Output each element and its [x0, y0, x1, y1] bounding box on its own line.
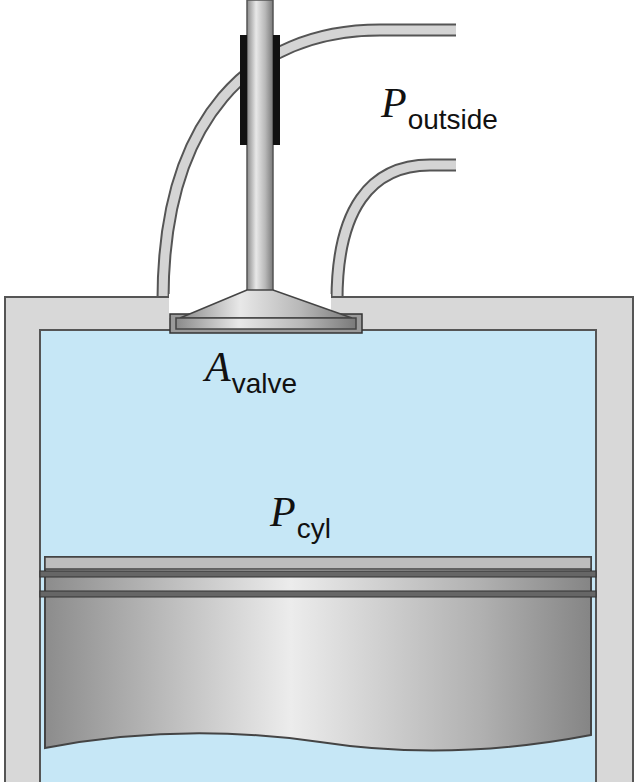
- pressure-symbol: P: [270, 491, 296, 533]
- piston: [40, 557, 596, 751]
- port-pipe: [163, 30, 456, 300]
- pressure-subscript: outside: [408, 106, 498, 134]
- cylinder-gas: [40, 330, 596, 782]
- valve-head: [180, 290, 352, 318]
- area-subscript: valve: [232, 370, 297, 398]
- valve-stem: [247, 0, 273, 294]
- area-symbol: A: [205, 346, 231, 388]
- pressure-symbol: P: [381, 82, 407, 124]
- pressure-subscript: cyl: [297, 515, 331, 543]
- valve-guide: [273, 35, 280, 145]
- valve-disc: [176, 318, 356, 329]
- valve-guide: [240, 35, 247, 145]
